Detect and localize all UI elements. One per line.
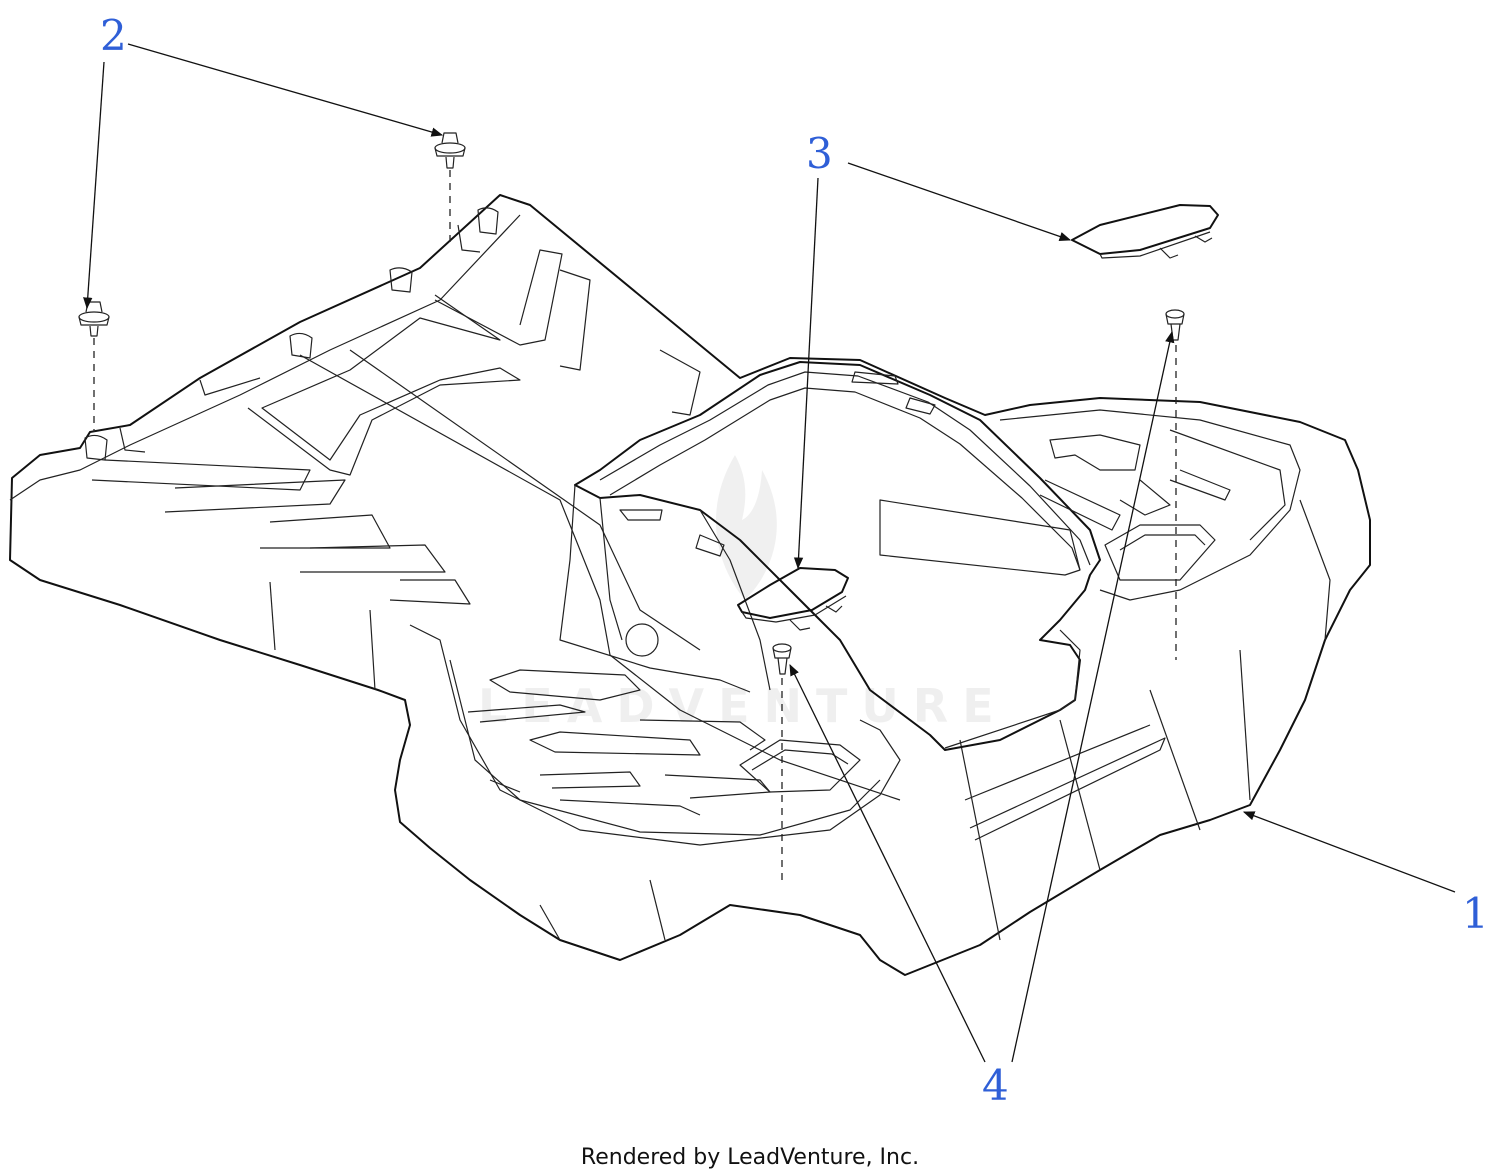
callout-1: 1 bbox=[1462, 889, 1489, 938]
watermark-logo bbox=[715, 455, 777, 600]
leader-lines bbox=[83, 43, 1456, 1063]
push-pin-part-left bbox=[772, 643, 792, 675]
cap-part-lower bbox=[737, 567, 849, 631]
fender-body-part bbox=[9, 194, 1371, 976]
footer-credit: Rendered by LeadVenture, Inc. bbox=[581, 1145, 919, 1170]
watermark-text: LEADVENTURE bbox=[478, 679, 1008, 733]
mounting-bosses bbox=[84, 207, 499, 461]
callout-2: 2 bbox=[100, 11, 127, 60]
push-pin-part-right bbox=[1165, 309, 1185, 341]
bolt-part-left bbox=[78, 301, 110, 337]
callout-4: 4 bbox=[982, 1061, 1009, 1110]
right-step-pads bbox=[999, 409, 1301, 601]
cap-part-upper bbox=[1071, 204, 1219, 259]
callout-3: 3 bbox=[806, 129, 833, 178]
bolt-part-right bbox=[434, 132, 466, 169]
